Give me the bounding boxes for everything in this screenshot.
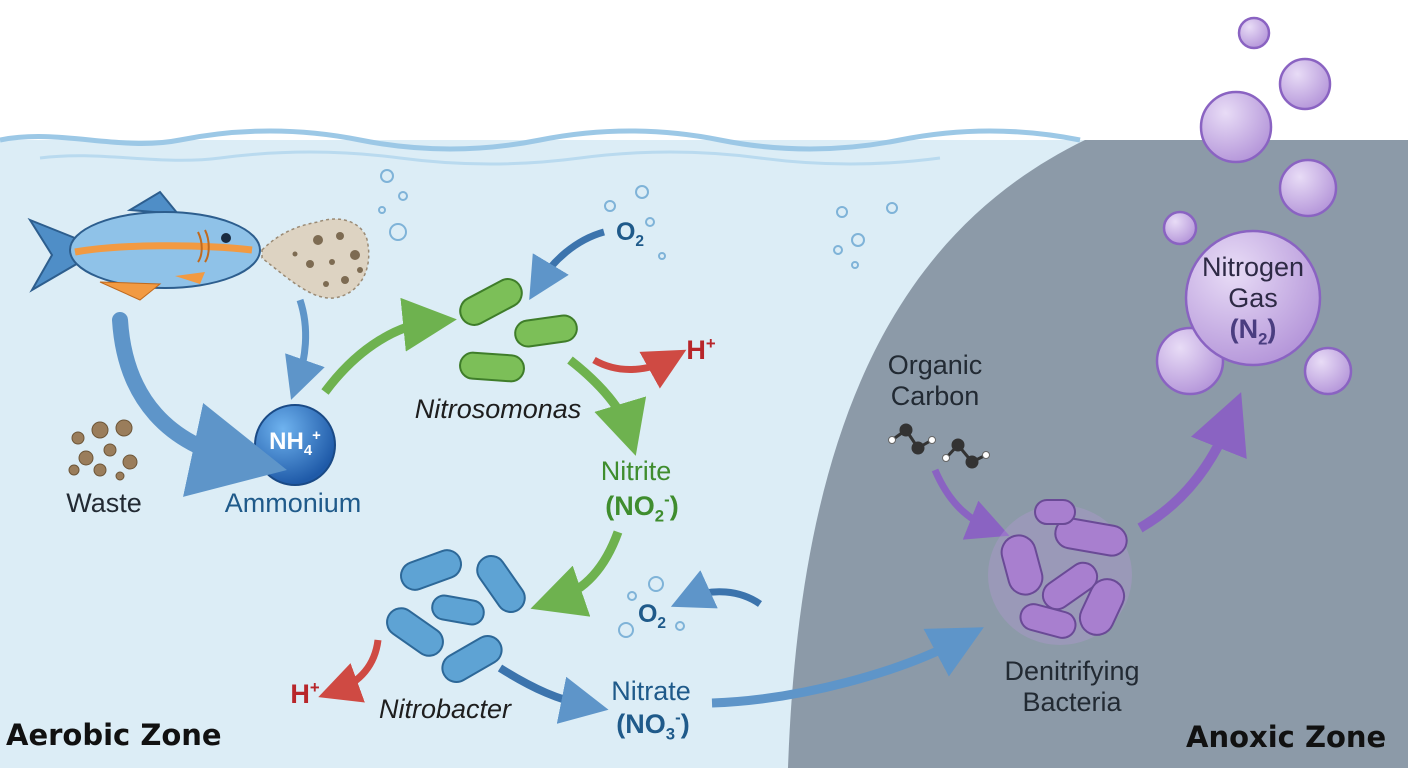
arrow-denitrifying-to-nitrogen: [1137, 392, 1247, 533]
nitrite-label: Nitrite: [600, 456, 672, 486]
anoxic-zone-label: Anoxic Zone: [1186, 720, 1387, 754]
arrow-nitrobacter-to-nitrate: [497, 664, 609, 724]
aerobic-zone-label: Aerobic Zone: [6, 718, 222, 752]
arrow-o2-bottom: [670, 570, 763, 609]
nitrobacter-label: Nitrobacter: [378, 694, 512, 724]
arrow-carbon-to-denitrifying: [931, 468, 1010, 540]
nitrite-formula: (NO2-): [605, 490, 679, 526]
waste-label: Waste: [66, 488, 142, 518]
arrow-nitrate-to-denitrifying: [711, 627, 984, 708]
nitrate-label: Nitrate: [611, 676, 691, 706]
ammonium-formula: NH4+: [269, 428, 321, 459]
arrow-to-hplus-bottom: [318, 639, 382, 703]
nitrosomonas-bacteria-cluster: [459, 278, 578, 383]
waste-particles: [292, 232, 363, 287]
oxygen-bubbles-surface: [378, 169, 898, 638]
waste-pellets-icon: [68, 419, 138, 481]
fish-icon: [27, 190, 261, 301]
arrow-nitrite-to-nitrobacter: [530, 530, 623, 617]
nitrobacter-bacteria-cluster: [386, 549, 526, 683]
oxygen-label-bottom: O2: [637, 600, 667, 632]
arrow-ammonium-to-nitrosomonas: [321, 297, 457, 395]
arrow-nitrosomonas-to-nitrite: [567, 356, 647, 456]
arrow-to-hplus-top: [592, 349, 687, 389]
arrow-o2-to-nitrosomonas: [529, 228, 606, 301]
nitrate-formula: (NO3-): [616, 708, 690, 744]
nitrosomonas-label: Nitrosomonas: [414, 394, 582, 424]
hydrogen-ion-label-bottom: H+: [290, 678, 320, 709]
hydrogen-ion-label-top: H+: [686, 334, 716, 365]
water-surface-wave: [0, 128, 1081, 152]
organic-carbon-molecule-icon: [888, 423, 990, 469]
nitrogen-gas-bubble-icon: [1155, 16, 1353, 396]
arrow-fish-to-ammonium: [112, 312, 287, 497]
oxygen-label-top: O2: [615, 218, 645, 250]
water-surface-wave-2: [39, 150, 941, 166]
arrow-waste-to-ammonium: [285, 298, 325, 400]
ammonium-label: Ammonium: [224, 488, 362, 518]
denitrifying-bacteria-cluster: [988, 499, 1132, 645]
